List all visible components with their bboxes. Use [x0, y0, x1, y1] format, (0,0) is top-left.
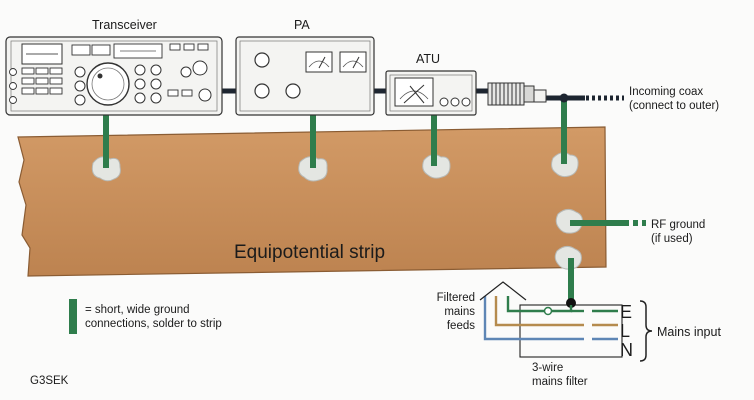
label-incoming-coax-2: (connect to outer): [629, 100, 719, 112]
filter-earth-junction: [566, 298, 576, 308]
label-transceiver: Transceiver: [92, 18, 157, 32]
equipotential-strip: [17, 126, 607, 277]
label-terminal-l: L: [620, 321, 630, 341]
tuning-knob-icon: [86, 62, 130, 106]
solder-joint-atu: [422, 154, 451, 179]
solder-joint-pa: [298, 156, 328, 182]
credit-callsign: G3SEK: [30, 375, 69, 387]
pa-unit: [235, 36, 375, 116]
label-mains-input: Mains input: [657, 325, 721, 339]
label-rf-ground-2: (if used): [651, 233, 693, 245]
label-equipotential-strip: Equipotential strip: [234, 242, 385, 263]
label-pa: PA: [294, 18, 310, 32]
solder-joint-rf-ground: [555, 208, 583, 234]
pa-meter-right-icon: [339, 51, 367, 73]
atu-meter-icon: [394, 77, 434, 107]
transceiver-unit: [5, 36, 223, 116]
label-filter-2: mains filter: [532, 376, 588, 388]
legend-swatch: [69, 299, 77, 334]
solder-joint-coax: [551, 152, 579, 178]
mains-filter-box: [519, 304, 623, 358]
label-incoming-coax-1: Incoming coax: [629, 86, 703, 98]
pa-body: [235, 36, 375, 116]
legend-text-1: = short, wide ground: [85, 304, 190, 316]
mains-filter: [479, 281, 653, 362]
coax-ground-junction: [559, 93, 569, 103]
filtered-feeds-arrow-icon: [479, 281, 527, 301]
label-terminal-n: N: [620, 340, 633, 360]
label-rf-ground-1: RF ground: [651, 219, 705, 231]
label-terminal-e: E: [620, 302, 632, 322]
solder-joints: [91, 152, 583, 270]
pa-meter-left-icon: [305, 51, 333, 73]
label-filtered-2: mains: [444, 306, 475, 318]
label-atu: ATU: [416, 52, 440, 66]
atu-unit: [385, 70, 477, 116]
label-filtered-1: Filtered: [437, 292, 475, 304]
label-filter-1: 3-wire: [532, 362, 563, 374]
mains-input-brace-icon: [639, 300, 653, 362]
coax-connector-icon: [487, 82, 547, 106]
ground-straps: [103, 99, 624, 300]
legend-text-2: connections, solder to strip: [85, 318, 222, 330]
solder-joint-mains: [554, 245, 582, 270]
label-filtered-3: feeds: [447, 320, 475, 332]
